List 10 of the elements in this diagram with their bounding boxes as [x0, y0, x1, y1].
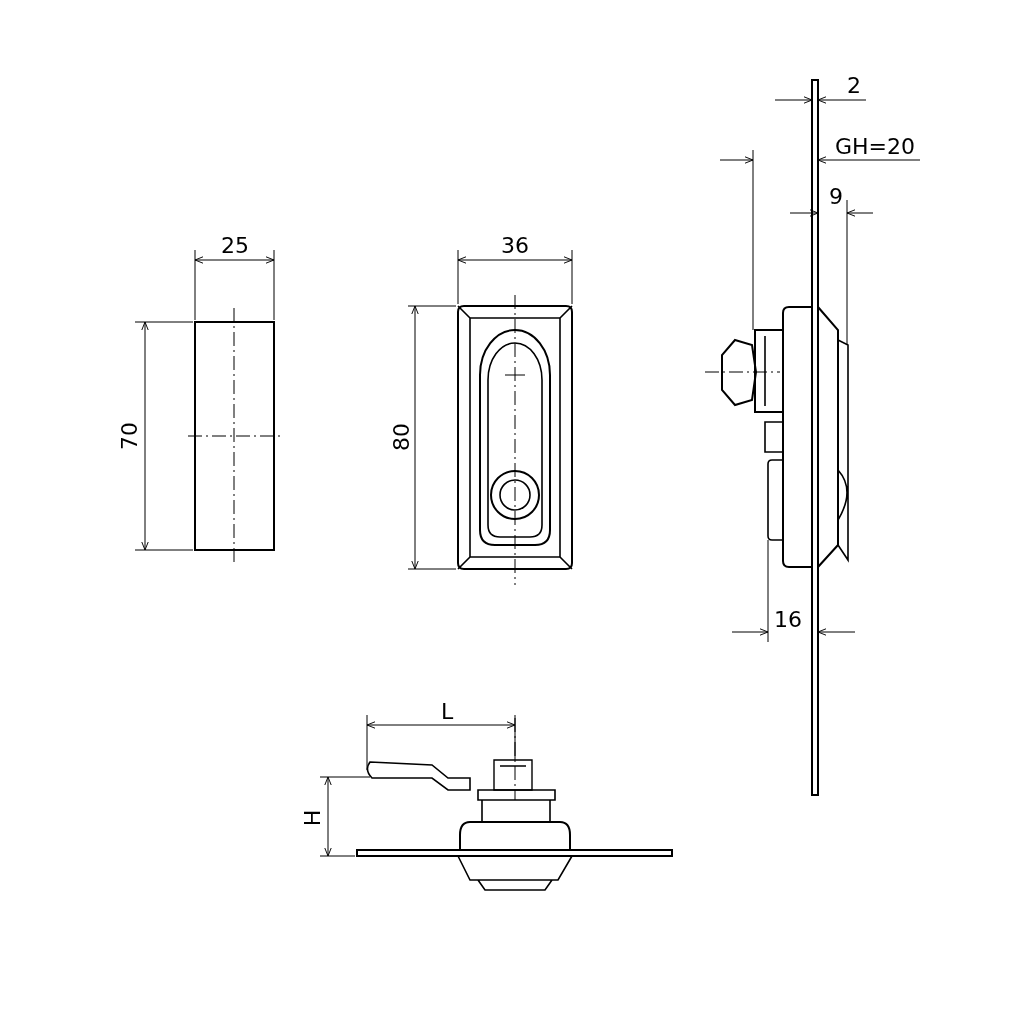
dimension-label: 16 [774, 609, 802, 631]
dimension-label: L [441, 701, 454, 723]
dimension-label: 9 [829, 186, 843, 208]
dimension-label: 25 [221, 235, 249, 257]
dimension-label: GH=20 [835, 136, 916, 158]
dimension-label: 80 [391, 423, 413, 451]
dimension-label: H [301, 809, 324, 827]
dimension-label: 36 [501, 235, 529, 257]
dimension-label: 2 [847, 75, 861, 97]
dimension-label: 70 [119, 422, 141, 450]
